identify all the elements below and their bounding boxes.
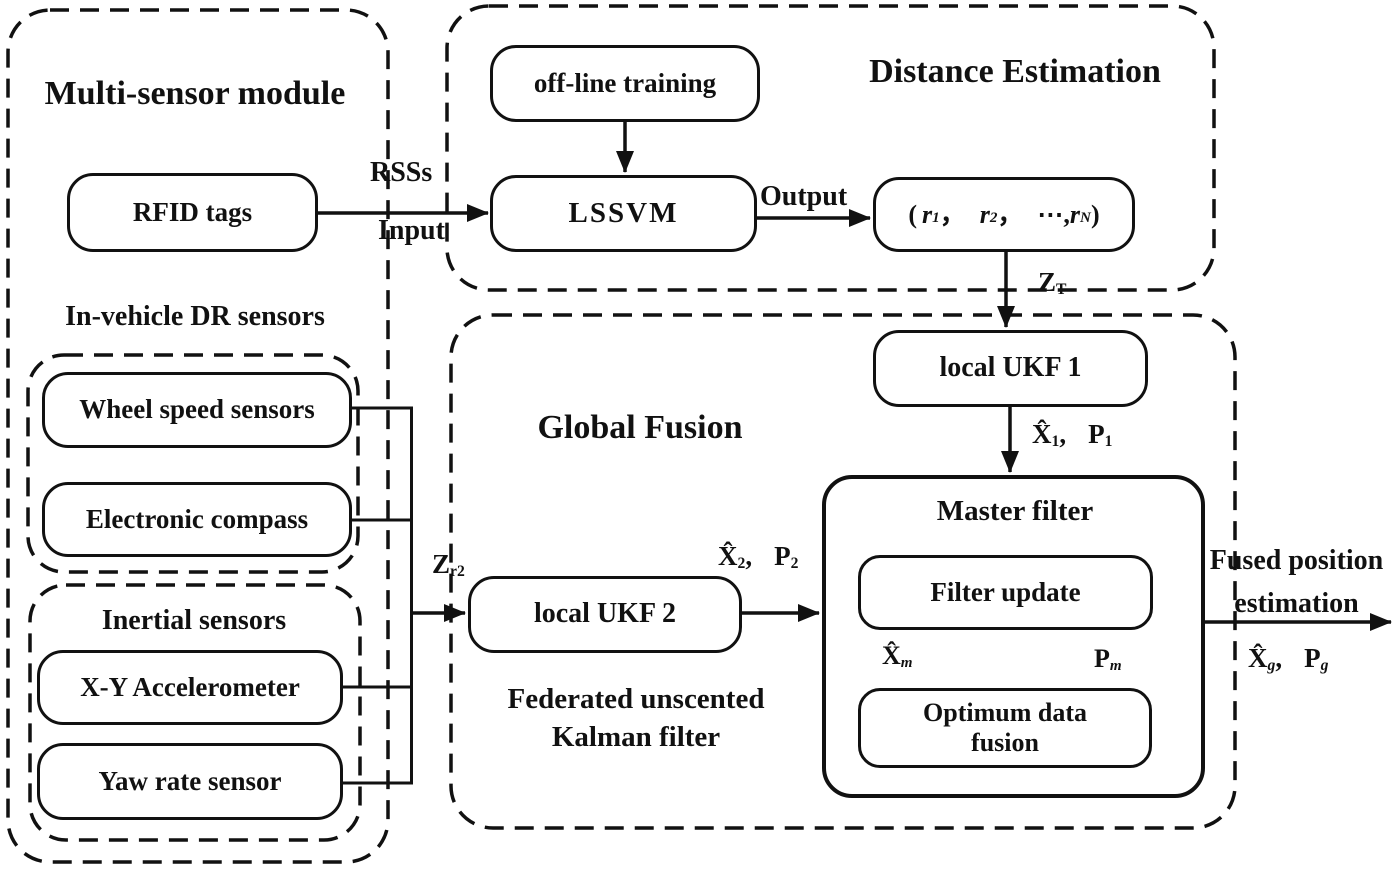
zt-label: ZT [1038,267,1067,299]
pm-label: Pm [1094,644,1122,675]
rsss-label: RSSs [370,157,433,188]
zr2-label: Zr2 [432,549,465,581]
x1-p1-label: X̂1,P1 [1032,419,1113,451]
global-fusion-title: Global Fusion [537,409,743,446]
lssvm-node: LSSVM [490,175,757,252]
fused-position-label-line1: Fused position [1209,545,1384,576]
xm-label: X̂m [882,641,913,672]
input-label: Input [378,215,445,246]
electronic-compass-node: Electronic compass [42,482,352,557]
optimum-data-fusion-node: Optimum data fusion [858,688,1152,768]
x2-p2-label: X̂2,P2 [718,541,799,573]
distance-estimation-border [445,4,1216,292]
dr-sensors-border [26,353,360,574]
master-filter-label: Master filter [936,495,1094,527]
xy-accelerometer-node: X-Y Accelerometer [37,650,343,725]
wheel-speed-node: Wheel speed sensors [42,372,352,448]
distance-estimation-title: Distance Estimation [869,53,1161,90]
yaw-rate-node: Yaw rate sensor [37,743,343,820]
local-ukf1-node: local UKF 1 [873,330,1148,407]
offline-training-node: off-line training [490,45,760,122]
inertial-sensors-border [28,583,362,842]
local-ukf2-node: local UKF 2 [468,576,742,653]
rfid-tags-node: RFID tags [67,173,318,252]
multi-sensor-module-title: Multi-sensor module [44,75,346,112]
dr-sensors-heading: In-vehicle DR sensors [65,301,325,332]
inertial-sensors-heading: Inertial sensors [101,605,287,636]
xg-pg-label: X̂g,Pg [1248,643,1329,675]
federated-ukf-label-line2: Kalman filter [551,721,721,753]
federated-ukf-label-line1: Federated unscented [507,683,765,715]
output-label: Output [760,181,848,212]
filter-update-node: Filter update [858,555,1153,630]
fused-position-label-line2: estimation [1234,588,1359,619]
